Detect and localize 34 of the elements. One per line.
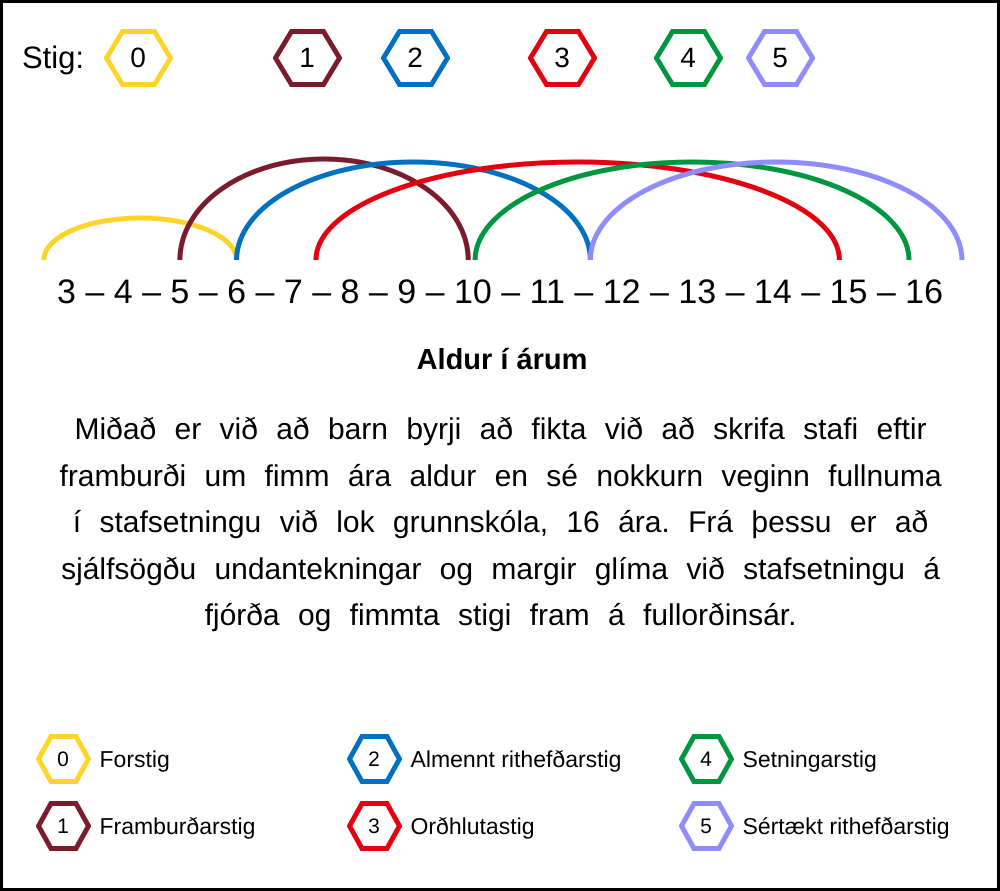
axis-title: Aldur í árum [416, 344, 588, 378]
stage-name: Forstig [100, 746, 170, 772]
stage-hexagon [346, 801, 402, 851]
stage-hexagon [654, 29, 722, 87]
stage-hexagon [346, 734, 402, 784]
stage-number: 5 [700, 816, 712, 836]
stage-name: Setningarstig [742, 746, 877, 772]
scale-heading: Stig: [22, 40, 84, 76]
stage-number: 4 [700, 748, 712, 770]
description-paragraph: Miðað er við að barn byrji að fikta við að skrifa stafi eftir framburði um fimm ára aldur en sé nokkurn veginn fullnuma í stafsetningu við lok grunnskóla, 16 ára. Frá þessu er að sjálfsögðu undantekningar og margir glíma við stafsetningu á fjórða og fimmta stigi fram á fullorðinsár. [58, 412, 943, 634]
stage-number: 0 [57, 748, 69, 770]
stage-number: 5 [772, 44, 788, 72]
stage-hexagon [678, 801, 734, 851]
stage-number: 1 [299, 44, 315, 72]
stage-number: 1 [57, 816, 69, 836]
stage-hexagon [678, 734, 734, 784]
stage-name: Framburðarstig [100, 812, 256, 840]
stage-number: 3 [368, 816, 380, 836]
stage-hexagon [380, 29, 450, 87]
stage-number: 3 [554, 44, 570, 72]
stage-hexagon [746, 29, 814, 87]
stage-number: 4 [680, 44, 696, 72]
stage-hexagon [36, 801, 90, 851]
stage-number: 0 [130, 44, 146, 72]
stage-hexagon [36, 734, 90, 784]
stage-name: Almennt rithefðarstig [410, 746, 622, 772]
stage-number: 2 [407, 44, 423, 72]
stage-hexagon [272, 29, 342, 87]
stage-name: Sértækt rithefðarstig [742, 812, 950, 840]
stage-number: 2 [368, 748, 380, 770]
stage-hexagon [104, 29, 172, 87]
stage-hexagon [528, 29, 596, 87]
stage-name: Orðhlutastig [410, 812, 535, 840]
age-scale: 3 – 4 – 5 – 6 – 7 – 8 – 9 – 10 – 11 – 12 – 13 – 14 – 15 – 16 [57, 273, 943, 313]
